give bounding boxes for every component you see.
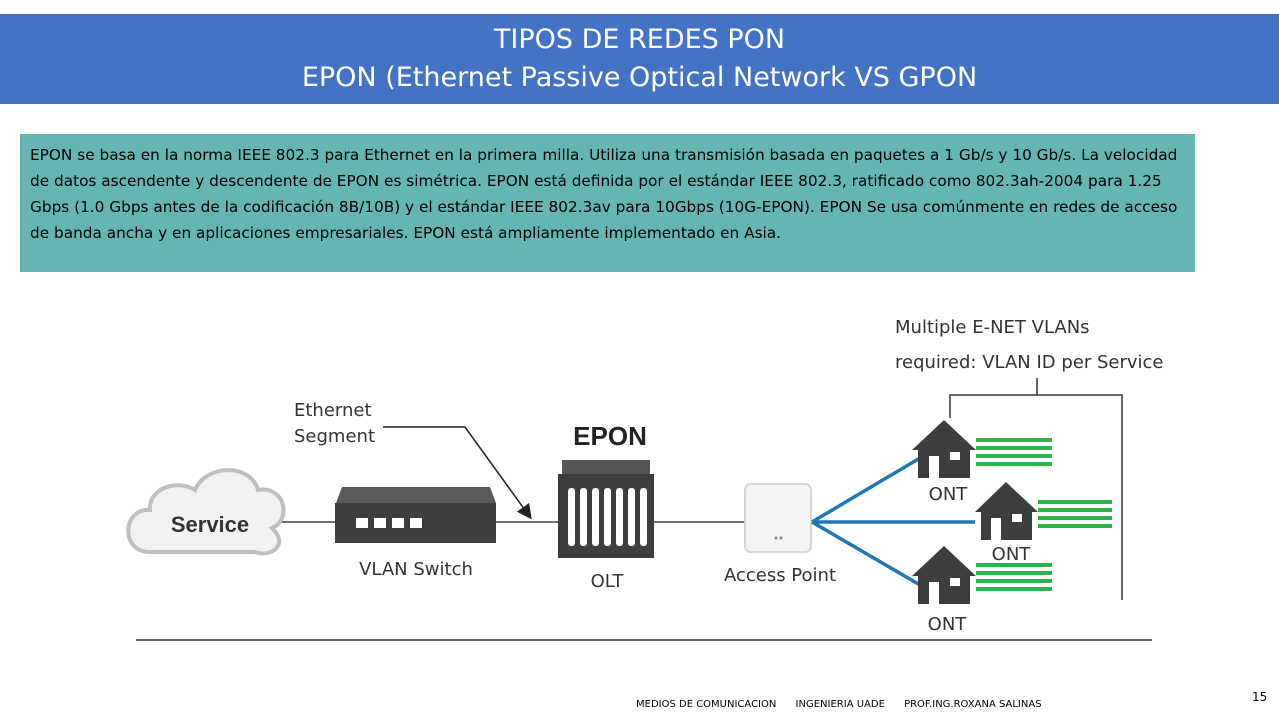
epon-label: EPON — [573, 421, 647, 451]
footer-course: MEDIOS DE COMUNICACION — [636, 699, 777, 710]
ont-service-lines-1 — [976, 438, 1052, 466]
olt-device-icon — [558, 460, 654, 558]
ont-label-1: ONT — [929, 484, 969, 505]
ont-label-2: ONT — [992, 544, 1032, 565]
ont-house-icon-3 — [912, 546, 976, 604]
service-label: Service — [171, 512, 249, 537]
footer-school: INGENIERIA UADE — [795, 699, 885, 710]
slide-title-line2: EPON (Ethernet Passive Optical Network V… — [301, 62, 978, 93]
description-text: EPON se basa en la norma IEEE 802.3 para… — [30, 146, 1178, 242]
slide-title-line1: TIPOS DE REDES PON — [493, 24, 786, 55]
access-point-label: Access Point — [724, 565, 836, 586]
description-box: EPON se basa en la norma IEEE 802.3 para… — [20, 134, 1195, 272]
slide-title-banner: TIPOS DE REDES PON EPON (Ethernet Passiv… — [0, 14, 1279, 104]
ont-label-3: ONT — [928, 614, 968, 635]
slide-footer: MEDIOS DE COMUNICACION INGENIERIA UADE P… — [636, 699, 1058, 710]
epon-network-diagram: Service VLAN Switch Ethernet Segment EPO… — [126, 317, 1164, 641]
ont-service-lines-2 — [1038, 500, 1112, 528]
ont-house-icon-2 — [975, 482, 1038, 540]
service-cloud-icon — [126, 468, 286, 556]
vlan-switch-label: VLAN Switch — [359, 559, 473, 580]
ethernet-segment-label-line1: Ethernet — [294, 400, 372, 421]
vlan-bracket — [949, 394, 1123, 600]
ethernet-segment-pointer — [383, 426, 532, 520]
vlan-switch-icon — [335, 487, 496, 543]
page-number: 15 — [1252, 690, 1268, 704]
ethernet-segment-label-line2: Segment — [294, 426, 375, 447]
ont-service-lines-3 — [976, 563, 1052, 591]
vlan-note-line1: Multiple E-NET VLANs — [895, 317, 1090, 338]
olt-label: OLT — [591, 571, 625, 592]
vlan-note-line2: required: VLAN ID per Service — [895, 352, 1164, 373]
ont-house-icon-1 — [912, 420, 976, 478]
footer-professor: PROF.ING.ROXANA SALINAS — [904, 699, 1042, 710]
fiber-links — [811, 456, 975, 587]
access-point-icon — [744, 483, 812, 553]
